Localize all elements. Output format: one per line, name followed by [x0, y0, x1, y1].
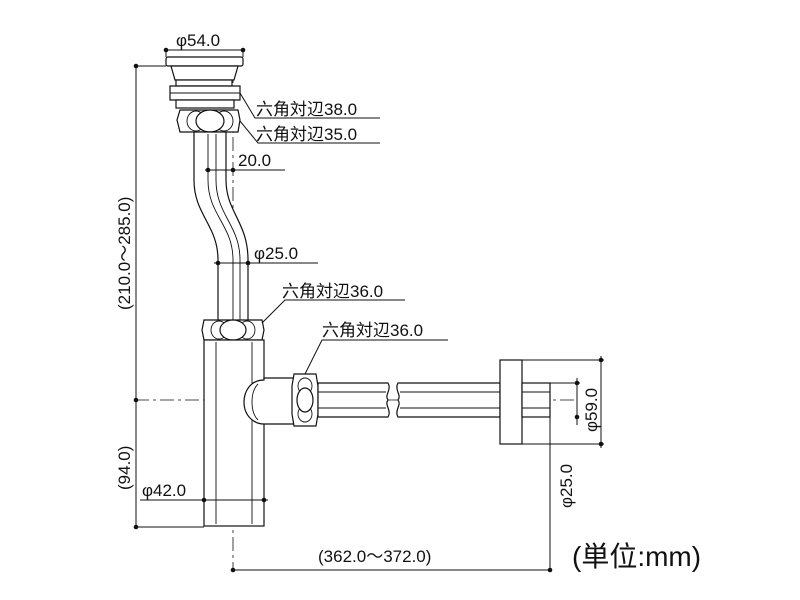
unit-label: (単位:mm): [572, 541, 701, 572]
label-horizontal-length: (362.0〜372.0): [318, 547, 431, 566]
label-lower-height: (94.0): [115, 446, 134, 490]
label-hex-35: 六角対辺35.0: [256, 125, 357, 144]
label-total-height: (210.0〜285.0): [115, 197, 134, 310]
label-hex-38: 六角対辺38.0: [256, 100, 357, 119]
label-hex-36-side: 六角対辺36.0: [322, 321, 423, 340]
dimension-labels: φ54.0 六角対辺38.0 六角対辺35.0 20.0 φ25.0 六角対辺3…: [115, 31, 701, 572]
waste-plug: [165, 56, 244, 133]
body-nut: [201, 319, 265, 341]
dimension-lines: [133, 47, 604, 573]
horizontal-pipe: [317, 359, 551, 445]
label-flange-diameter: φ59.0: [582, 388, 601, 432]
label-top-diameter: φ54.0: [176, 31, 220, 50]
label-hex-36-top: 六角対辺36.0: [282, 282, 383, 301]
label-pipe-diameter: φ25.0: [254, 244, 298, 263]
label-offset: 20.0: [238, 151, 271, 170]
side-outlet: [243, 373, 319, 427]
trap-body: [203, 339, 265, 527]
label-outlet-diameter: φ25.0: [557, 464, 576, 508]
label-body-diameter: φ42.0: [142, 481, 186, 500]
